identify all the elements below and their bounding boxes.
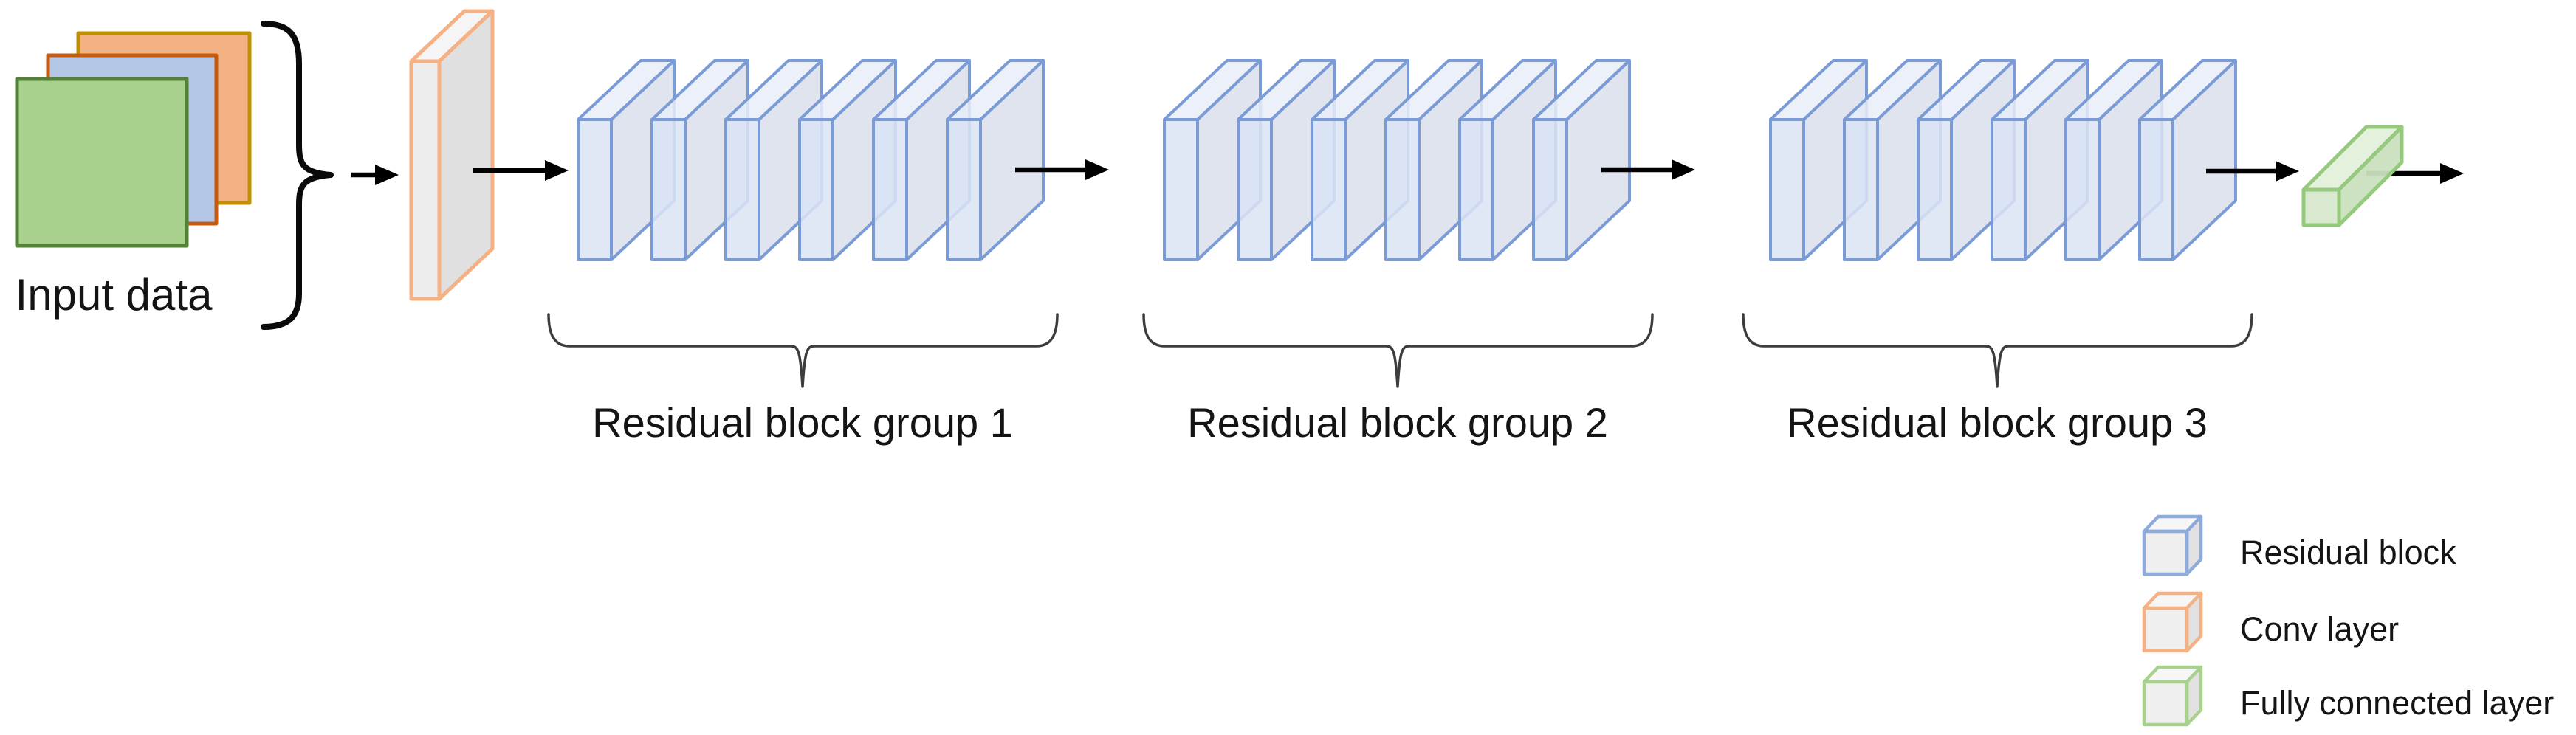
residual-block-front-face <box>650 118 687 261</box>
flow-arrow-head <box>2276 161 2299 182</box>
residual-block-front-face <box>1384 118 1421 261</box>
input-stack <box>15 31 252 248</box>
residual-block <box>2138 59 2237 261</box>
input-label: Input data <box>16 270 213 320</box>
conv-layer-cube-icon <box>2142 606 2189 653</box>
legend: Residual block Conv layer Fully connecte… <box>2142 514 2554 727</box>
fc-layer-front-face <box>2301 187 2341 227</box>
residual-block <box>946 59 1045 261</box>
residual-block-front-face <box>724 118 760 261</box>
group-2-brace <box>1142 313 1654 388</box>
residual-block-front-face <box>872 118 908 261</box>
residual-block-front-face <box>1917 118 1953 261</box>
residual-group-1 <box>577 59 1045 261</box>
group-1-label: Residual block group 1 <box>592 399 1013 446</box>
flow-arrow <box>1015 159 1109 180</box>
residual-group-2 <box>1163 59 1631 261</box>
flow-arrow-head <box>1085 159 1109 180</box>
flow-arrow-head <box>1672 159 1695 180</box>
group-3-label: Residual block group 3 <box>1787 399 2208 446</box>
flow-arrow-head <box>375 165 399 185</box>
group-2-label: Residual block group 2 <box>1187 399 1608 446</box>
residual-block-front-face <box>1991 118 2027 261</box>
residual-block-front-face <box>1311 118 1347 261</box>
flow-arrows <box>351 159 2464 185</box>
residual-block-front-face <box>1163 118 1199 261</box>
conv-layer-side-face <box>437 9 495 301</box>
residual-group-3 <box>1769 59 2237 261</box>
residual-block <box>872 59 971 261</box>
residual-block-front-face <box>577 118 613 261</box>
residual-block-front-face <box>946 118 982 261</box>
legend-item-fully-connected-layer: Fully connected layer <box>2142 665 2554 727</box>
input-square-green <box>15 77 189 248</box>
group-1-brace <box>547 313 1059 388</box>
group-3-brace <box>1742 313 2253 388</box>
residual-block-front-face <box>2138 118 2174 261</box>
residual-block-front-face <box>2064 118 2101 261</box>
fully-connected-cube-icon <box>2142 680 2189 727</box>
residual-block <box>798 59 897 261</box>
legend-label-conv-layer: Conv layer <box>2240 610 2399 648</box>
legend-item-conv-layer: Conv layer <box>2142 591 2399 653</box>
input-group-brace <box>261 21 334 330</box>
residual-block-front-face <box>798 118 834 261</box>
flow-arrow <box>1601 159 1695 180</box>
conv-layer-shape <box>409 9 495 301</box>
fc-layer-shape <box>2301 125 2404 227</box>
residual-block-front-face <box>1769 118 1805 261</box>
conv-layer-front-face <box>409 59 442 301</box>
residual-block <box>1991 59 2089 261</box>
legend-item-residual-block: Residual block <box>2142 514 2456 576</box>
legend-label-residual-block: Residual block <box>2240 534 2456 571</box>
residual-block <box>1532 59 1631 261</box>
flow-arrow-head <box>545 160 569 181</box>
residual-block-front-face <box>1458 118 1494 261</box>
residual-block-front-face <box>1532 118 1568 261</box>
legend-label-fully-connected-layer: Fully connected layer <box>2240 684 2554 722</box>
flow-arrow <box>2206 161 2299 182</box>
residual-block-front-face <box>1237 118 1273 261</box>
flow-arrow <box>473 160 569 181</box>
flow-arrow-head <box>2440 163 2464 184</box>
residual-block-cube-icon <box>2142 529 2189 576</box>
flow-arrow <box>351 165 399 185</box>
residual-block-front-face <box>1843 118 1879 261</box>
